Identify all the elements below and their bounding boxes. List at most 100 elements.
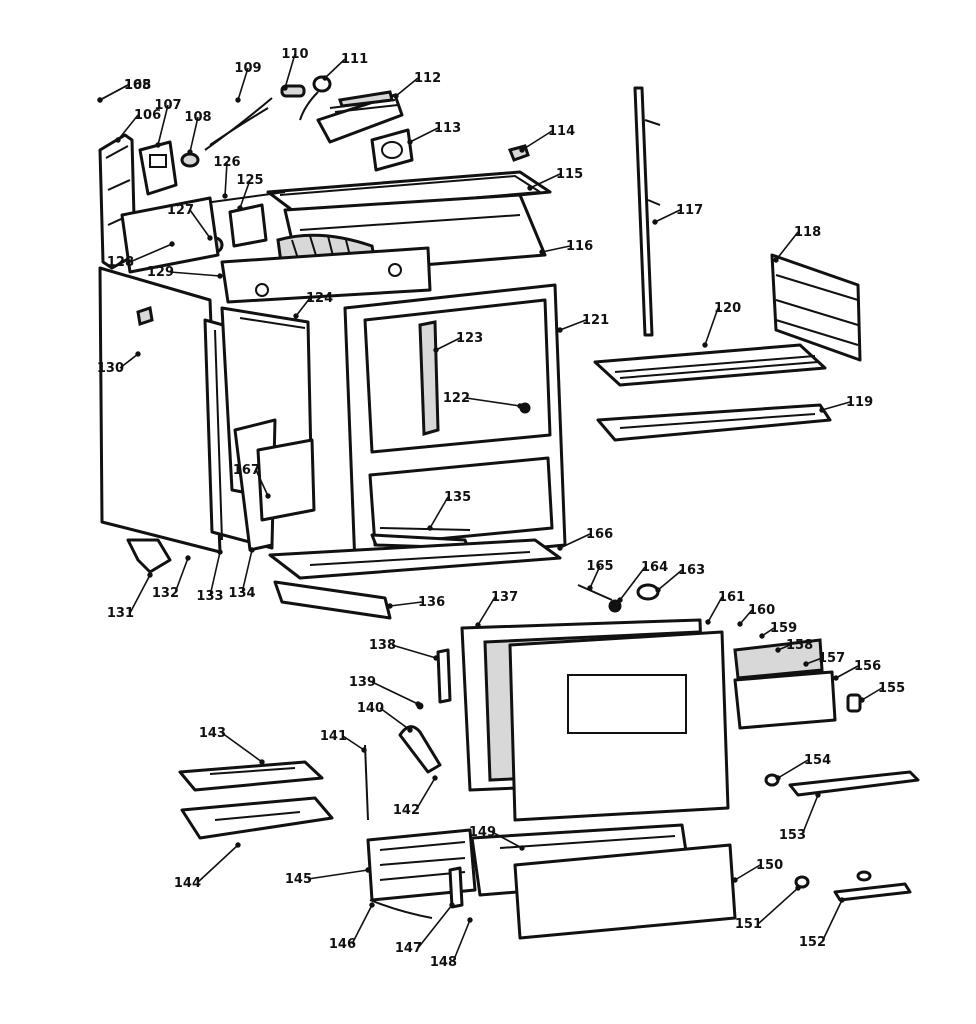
- part-145-drawer-body: [366, 828, 477, 902]
- part-136-kick-plate: [273, 580, 392, 620]
- leader-line-111: [324, 58, 346, 79]
- leader-arrow-146: [369, 902, 375, 908]
- leader-line-152: [821, 899, 843, 943]
- leader-arrow-139: [415, 701, 421, 707]
- part-label-143: 143: [199, 726, 226, 741]
- part-150-drawer-front: [513, 843, 737, 940]
- part-label-111: 111: [341, 52, 368, 67]
- part-157-element: [733, 638, 824, 680]
- leader-line-121: [559, 319, 587, 331]
- leader-line-161: [707, 596, 723, 623]
- leader-line-138: [391, 644, 437, 659]
- part-label-119: 119: [846, 395, 873, 410]
- part-117-rack-support: [633, 86, 661, 337]
- leader-arrow-134: [249, 547, 255, 553]
- leader-line-167: [255, 469, 269, 497]
- part-label-116: 116: [566, 239, 593, 254]
- leader-arrow-110: [282, 85, 288, 91]
- leader-arrow-168: [97, 97, 103, 103]
- leader-arrow-132: [185, 555, 191, 561]
- leader-line-165: [589, 565, 601, 589]
- part-120-oven-rack: [593, 343, 827, 387]
- leader-arrow-131: [147, 572, 153, 578]
- part-125-cover: [228, 203, 268, 248]
- leader-arrow-114: [519, 147, 525, 153]
- leader-arrow-156: [833, 675, 839, 681]
- leader-arrow-108a: [187, 149, 193, 155]
- part-label-132: 132: [152, 586, 179, 601]
- part-label-138: 138: [369, 638, 396, 653]
- leader-line-160: [739, 609, 753, 625]
- part-119-broiler-pan: [596, 403, 832, 442]
- part-144-drip-pan: [180, 796, 334, 840]
- leader-line-163: [657, 569, 683, 591]
- part-112-element: [316, 90, 404, 144]
- leader-arrow-152: [839, 897, 845, 903]
- leader-line-149: [491, 831, 523, 849]
- part-label-136: 136: [418, 595, 445, 610]
- leader-arrow-130: [135, 351, 141, 357]
- leader-line-145: [307, 869, 369, 880]
- leader-arrow-164: [617, 597, 623, 603]
- leader-arrow-116: [539, 249, 545, 255]
- leader-arrow-113: [407, 139, 413, 145]
- leader-arrow-166: [557, 545, 563, 551]
- part-138-hinge: [436, 648, 452, 704]
- part-label-141: 141: [320, 729, 347, 744]
- leader-arrow-161: [705, 619, 711, 625]
- leader-arrow-128: [169, 241, 175, 247]
- part-118-rack-side: [770, 253, 862, 362]
- part-label-151: 151: [735, 917, 762, 932]
- part-131-foot: [126, 538, 172, 574]
- leader-line-113: [409, 127, 439, 143]
- part-label-125: 125: [236, 173, 263, 188]
- leader-arrow-133: [217, 549, 223, 555]
- part-label-139: 139: [349, 675, 376, 690]
- part-label-115: 115: [556, 167, 583, 182]
- leader-line-139: [371, 681, 419, 705]
- leader-line-120: [704, 307, 719, 346]
- part-147-clip: [448, 866, 464, 909]
- leader-line-140: [379, 707, 411, 731]
- leader-line-156: [835, 665, 859, 679]
- part-label-160: 160: [748, 603, 775, 618]
- leader-arrow-160: [737, 621, 743, 627]
- part-108-switch: [180, 152, 200, 168]
- part-label-106: 106: [134, 108, 161, 123]
- leader-line-122: [465, 397, 521, 407]
- part-label-167: 167: [233, 463, 260, 478]
- leader-line-137: [477, 596, 496, 626]
- leader-arrow-115: [527, 185, 533, 191]
- part-140-hinge-arm: [398, 725, 442, 774]
- part-label-137: 137: [491, 590, 518, 605]
- part-label-117: 117: [676, 203, 703, 218]
- part-label-123: 123: [456, 331, 483, 346]
- leader-arrow-140: [407, 727, 413, 733]
- leader-arrow-144: [235, 842, 241, 848]
- part-label-113: 113: [434, 121, 461, 136]
- part-label-122: 122: [443, 391, 470, 406]
- leader-line-144: [196, 844, 239, 884]
- leader-line-123: [435, 337, 461, 351]
- leader-line-114: [521, 130, 553, 151]
- leader-line-166: [559, 533, 591, 549]
- leader-line-148: [452, 919, 471, 963]
- leader-line-126: [224, 161, 228, 197]
- leader-arrow-124: [293, 313, 299, 319]
- leader-arrow-167: [265, 493, 271, 499]
- part-141-spring: [364, 744, 369, 821]
- leader-line-134: [241, 549, 253, 594]
- part-155-switch: [846, 693, 862, 713]
- leader-arrow-142: [432, 775, 438, 781]
- part-label-144: 144: [174, 876, 201, 891]
- leader-arrow-112: [393, 93, 399, 99]
- part-label-156: 156: [854, 659, 881, 674]
- part-label-159: 159: [770, 621, 797, 636]
- part-label-142: 142: [393, 803, 420, 818]
- leader-arrow-125: [237, 205, 243, 211]
- part-label-112: 112: [414, 71, 441, 86]
- leader-arrow-158: [775, 647, 781, 653]
- leader-line-133: [209, 551, 221, 597]
